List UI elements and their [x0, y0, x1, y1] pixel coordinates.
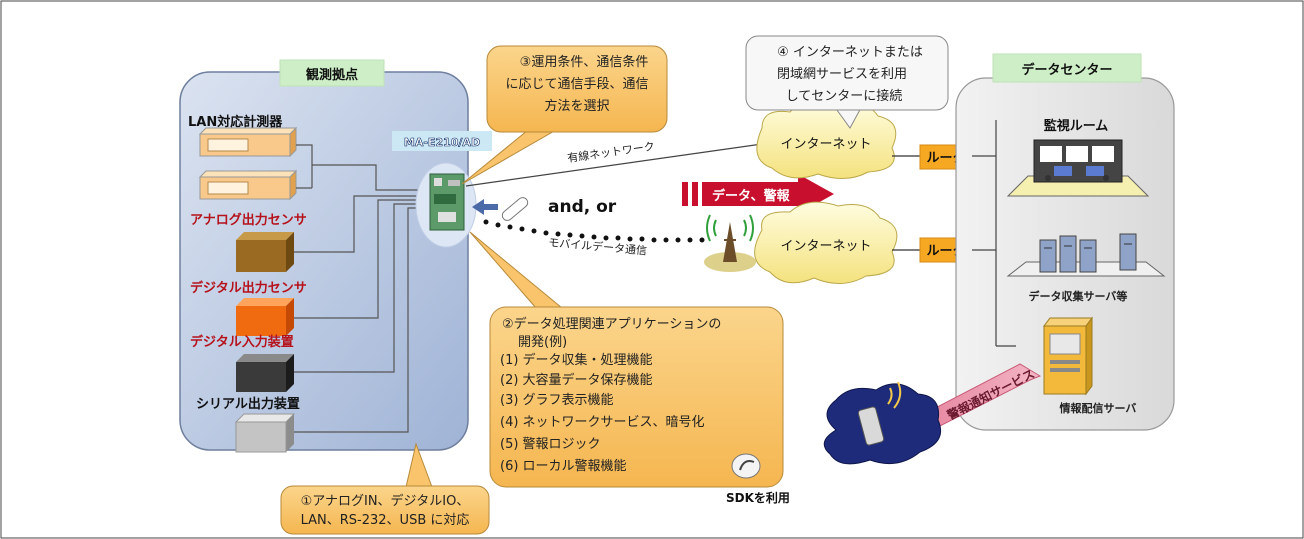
analog-sensor-label: アナログ出力センサ	[190, 212, 307, 228]
callout-3: ③運用条件、通信条件 に応じて通信手段、通信 方法を選択	[461, 45, 668, 185]
observation-site: 観測拠点 LAN対応計測器 アナログ出力センサ デジタル出力センサ デジタル入力…	[179, 59, 469, 453]
digital-sensor-label: デジタル出力センサ	[190, 280, 307, 296]
callout-2-line-2: 開発(例)	[518, 335, 567, 350]
callout-4-line-3: してセンターに接続	[786, 88, 903, 104]
internet-cloud-1-label: インターネット	[780, 137, 871, 152]
digital-sensor-icon	[236, 298, 294, 336]
callout-2-line-8: (6) ローカル警報機能	[500, 458, 627, 474]
device-name-box	[392, 131, 492, 151]
internet-cloud-2-label: インターネット	[780, 239, 871, 254]
data-server-icon	[1006, 233, 1166, 277]
data-server-label: データ収集サーバ等	[1029, 289, 1128, 303]
callout-2-line-3: (1) データ収集・処理機能	[500, 352, 653, 368]
device-name: MA-E210/AD	[404, 136, 480, 149]
lan-device-label: LAN対応計測器	[188, 114, 283, 130]
analog-sensor-icon	[236, 232, 294, 272]
callout-2-line-4: (2) 大容量データ保存機能	[500, 372, 653, 388]
callout-4-line-1: ④ インターネットまたは	[777, 45, 923, 60]
callout-3-line-1: ③運用条件、通信条件	[520, 54, 649, 70]
cell-tower-icon	[704, 214, 756, 272]
data-alarm-arrow	[682, 174, 834, 214]
serial-output-label: シリアル出力装置	[196, 396, 300, 412]
info-server-label: 情報配信サーバ	[1060, 401, 1137, 415]
callout-2-line-7: (5) 警報ロジック	[500, 436, 601, 452]
site-title: 観測拠点	[305, 67, 358, 83]
callout-1-line-2: LAN、RS-232、USB に対応	[301, 513, 470, 528]
info-server-icon	[1043, 316, 1093, 396]
data-alarm-label: データ、警報	[712, 188, 791, 204]
internet-cloud-1: インターネット	[756, 99, 897, 179]
callout-2-line-1: ②データ処理関連アプリケーションの	[502, 316, 721, 332]
callout-4-line-2: 閉域網サービスを利用	[777, 67, 907, 82]
device-wires	[294, 144, 432, 433]
callout-4: ④ インターネットまたは 閉域網サービスを利用 してセンターに接続	[745, 35, 949, 129]
digital-input-label: デジタル入力装置	[190, 334, 294, 350]
lan-device-icon-2	[198, 169, 298, 201]
sdk-disc-icon	[731, 453, 761, 479]
callout-2-line-5: (3) グラフ表示機能	[500, 393, 614, 408]
callout-2-line-6: (4) ネットワークサービス、暗号化	[500, 415, 705, 430]
internet-cloud-2: インターネット	[754, 201, 898, 284]
wired-line	[465, 143, 763, 187]
callout-3-line-3: 方法を選択	[544, 98, 609, 114]
site-title-box	[279, 59, 385, 87]
callout-1-line-1: ①アナログIN、デジタルIO、	[301, 493, 470, 509]
lan-device-icon-1	[198, 126, 298, 158]
mobile-dotted-line	[483, 219, 705, 243]
monitoring-room-label: 監視ルーム	[1044, 118, 1109, 134]
serial-output-icon	[234, 413, 296, 453]
mobile-label: モバイルデータ通信	[548, 235, 648, 258]
callout-2: ②データ処理関連アプリケーションの 開発(例) (1) データ収集・処理機能 (…	[469, 231, 784, 488]
sdk-label: SDKを利用	[726, 490, 790, 505]
data-center-title: データセンター	[1021, 62, 1112, 78]
monitoring-room-icon	[1006, 139, 1150, 197]
usb-dongle-icon	[501, 197, 529, 221]
device-board-icon	[429, 173, 465, 231]
device: MA-E210/AD	[392, 131, 492, 248]
data-center-title-box	[992, 53, 1142, 83]
callout-3-line-2: に応じて通信手段、通信	[505, 77, 648, 92]
dongle-arrow	[472, 199, 498, 215]
mobile-phone-cloud-icon	[823, 381, 942, 465]
digital-input-icon	[236, 354, 294, 392]
and-or-label: and, or	[548, 197, 617, 217]
datacenter-lan-lines	[972, 120, 1016, 347]
data-center: データセンター 監視ルーム	[955, 53, 1175, 431]
callout-1: ①アナログIN、デジタルIO、 LAN、RS-232、USB に対応	[280, 442, 490, 535]
